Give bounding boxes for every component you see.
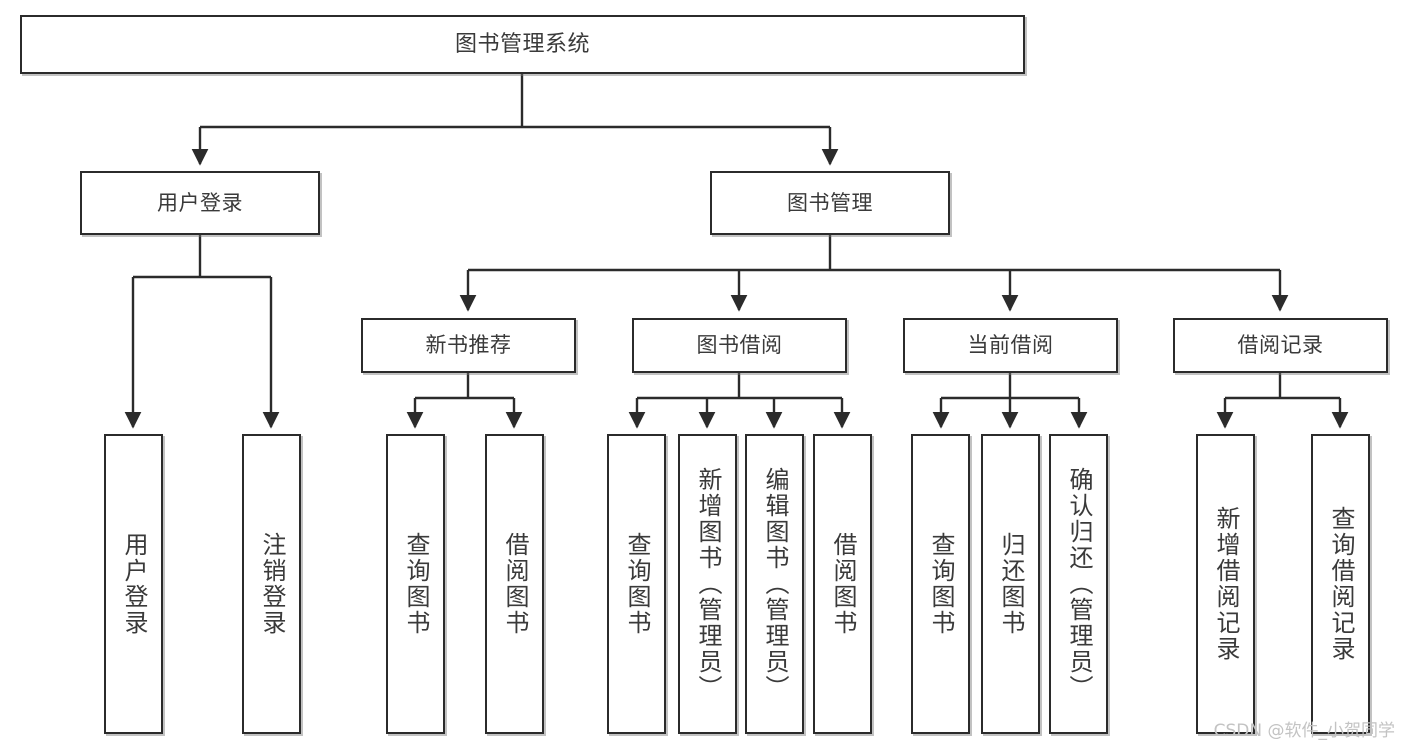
node-leaf-borrow-book-2[interactable]: 借阅图书 (813, 434, 872, 734)
node-leaf-query-book-1[interactable]: 查询图书 (386, 434, 445, 734)
node-leaf-user-login-label: 用户登录 (119, 532, 148, 636)
node-book-manage-label: 图书管理 (787, 190, 873, 215)
node-current-borrow[interactable]: 当前借阅 (903, 318, 1118, 373)
node-leaf-user-logout[interactable]: 注销登录 (242, 434, 301, 734)
node-new-book-rec-label: 新书推荐 (425, 333, 512, 358)
node-leaf-query-book-3-label: 查询图书 (926, 532, 955, 636)
node-leaf-query-book-2[interactable]: 查询图书 (607, 434, 666, 734)
node-leaf-return-book[interactable]: 归还图书 (981, 434, 1040, 734)
node-leaf-query-record[interactable]: 查询借阅记录 (1311, 434, 1370, 734)
node-leaf-add-book[interactable]: 新增图书（管理员） (678, 434, 737, 734)
node-leaf-borrow-book-1-label: 借阅图书 (500, 532, 529, 636)
node-leaf-confirm-return-label: 确认归还（管理员） (1064, 467, 1093, 701)
node-leaf-add-record[interactable]: 新增借阅记录 (1196, 434, 1255, 734)
node-current-borrow-label: 当前借阅 (967, 333, 1054, 358)
node-leaf-query-book-3[interactable]: 查询图书 (911, 434, 970, 734)
node-book-borrow-label: 图书借阅 (696, 333, 783, 358)
node-leaf-query-book-1-label: 查询图书 (401, 532, 430, 636)
node-leaf-add-record-label: 新增借阅记录 (1211, 506, 1240, 662)
node-new-book-rec[interactable]: 新书推荐 (361, 318, 576, 373)
node-leaf-user-logout-label: 注销登录 (257, 532, 286, 636)
node-root-label: 图书管理系统 (454, 31, 590, 57)
node-borrow-record-label: 借阅记录 (1237, 333, 1324, 358)
node-leaf-confirm-return[interactable]: 确认归还（管理员） (1049, 434, 1108, 734)
node-user-login-label: 用户登录 (157, 190, 243, 215)
node-borrow-record[interactable]: 借阅记录 (1173, 318, 1388, 373)
node-leaf-user-login[interactable]: 用户登录 (104, 434, 163, 734)
node-leaf-borrow-book-1[interactable]: 借阅图书 (485, 434, 544, 734)
watermark: CSDN @软件_小贺同学 (1213, 721, 1395, 741)
node-leaf-edit-book[interactable]: 编辑图书（管理员） (745, 434, 804, 734)
node-leaf-query-book-2-label: 查询图书 (622, 532, 651, 636)
node-book-borrow[interactable]: 图书借阅 (632, 318, 847, 373)
node-leaf-borrow-book-2-label: 借阅图书 (828, 532, 857, 636)
node-leaf-query-record-label: 查询借阅记录 (1326, 506, 1355, 662)
node-user-login[interactable]: 用户登录 (80, 171, 320, 235)
node-leaf-edit-book-label: 编辑图书（管理员） (760, 467, 789, 701)
node-leaf-return-book-label: 归还图书 (996, 532, 1025, 636)
node-book-manage[interactable]: 图书管理 (710, 171, 950, 235)
node-root[interactable]: 图书管理系统 (20, 15, 1025, 74)
node-leaf-add-book-label: 新增图书（管理员） (693, 467, 722, 701)
